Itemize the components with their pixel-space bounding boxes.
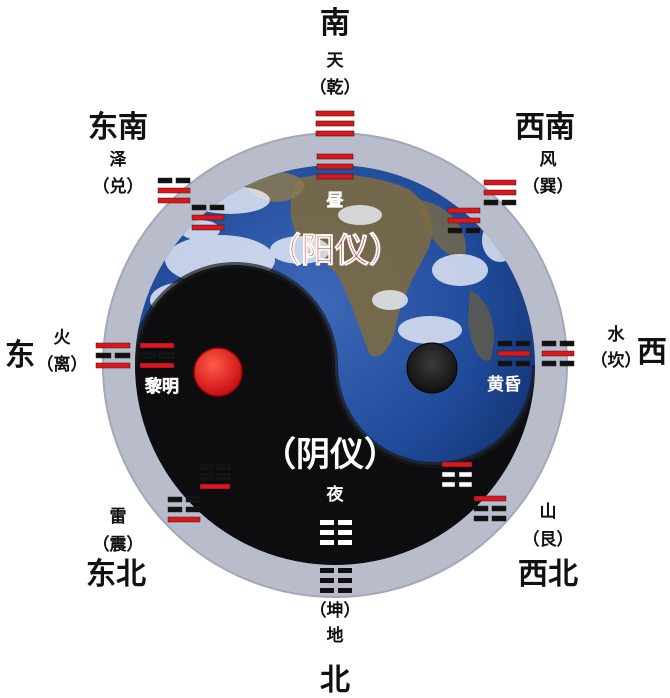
trigram-zhen-outer [167, 496, 201, 523]
gen-line1: 山 [540, 502, 557, 522]
dusk-black-dot [406, 342, 458, 394]
kun-line2: 地 [327, 625, 344, 646]
dir-northwest: 西北 [518, 557, 578, 592]
dir-south: 南 [320, 6, 350, 41]
trigram-kan-inner [497, 340, 531, 367]
trigram-kan-outer [541, 340, 575, 367]
yin-yi-label: （阴仪） [262, 435, 398, 475]
dir-west: 西 [637, 335, 667, 370]
trigram-kun-outer [320, 568, 352, 593]
dawn-label: 黎明 [145, 376, 179, 397]
li-line2: （离） [37, 354, 88, 375]
trigram-li-outer [95, 342, 131, 369]
trigram-kun-inner [320, 520, 352, 545]
yang-yi-label: （阳仪） [267, 231, 403, 271]
dui-line2: （兑） [93, 176, 144, 197]
dawn-red-dot [193, 347, 243, 397]
madagascar-land [468, 290, 494, 361]
africa-land [290, 174, 433, 357]
arabia-land [418, 200, 466, 258]
xun-line2: （巽） [523, 176, 574, 197]
trigram-qian-inner [316, 153, 354, 180]
trigram-xun-inner [447, 207, 481, 234]
gen-line2: （艮） [523, 529, 574, 550]
dui-line1: 泽 [110, 150, 127, 170]
dir-southwest: 西南 [515, 110, 575, 145]
day-label: 昼 [327, 191, 344, 211]
dir-southeast: 东南 [88, 110, 148, 145]
dir-east: 东 [5, 338, 35, 373]
trigram-gen-inner [441, 461, 473, 488]
zhen-line2: （震） [93, 534, 144, 555]
kan-line1: 水 [608, 324, 626, 345]
trigram-qian-outer [315, 110, 355, 137]
zhen-line1: 雷 [110, 507, 127, 527]
kun-line1: （坤） [310, 600, 361, 621]
trigram-dui-outer [157, 177, 191, 204]
trigram-xun-outer [483, 179, 517, 206]
trigram-dui-inner [191, 204, 225, 231]
night-label: 夜 [326, 484, 345, 505]
qian-line2: （乾） [310, 77, 361, 98]
kan-line2: （坎） [591, 350, 642, 371]
dir-northeast: 东北 [86, 557, 146, 592]
trigram-zhen-inner [199, 463, 231, 490]
qian-line1: 天 [327, 51, 345, 71]
dir-north: 北 [320, 663, 350, 698]
trigram-li-inner [139, 342, 175, 369]
li-line1: 火 [54, 328, 72, 348]
yin-region [135, 265, 535, 565]
dusk-label: 黄昏 [487, 374, 521, 395]
xun-line1: 风 [540, 150, 557, 170]
trigram-gen-outer [473, 495, 507, 522]
